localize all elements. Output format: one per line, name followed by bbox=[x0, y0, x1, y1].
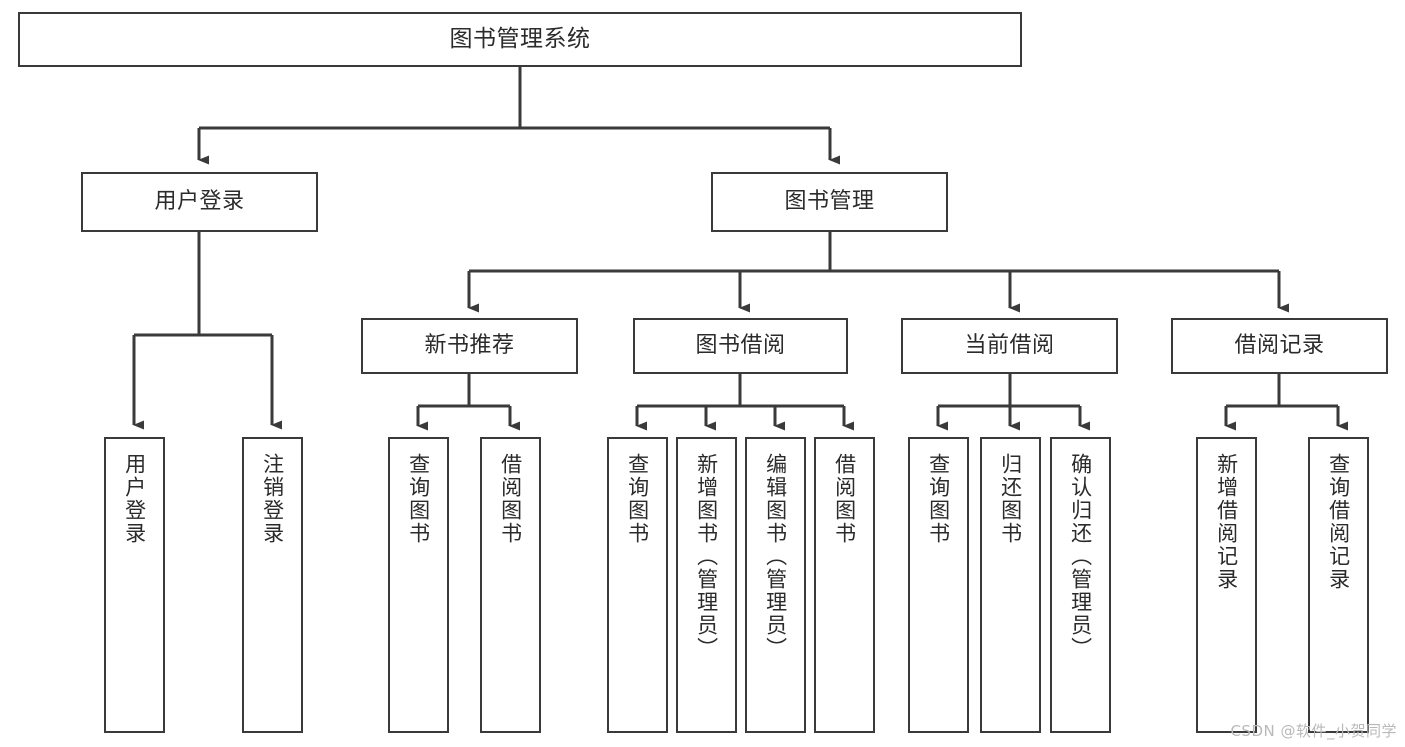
node-label: 借阅图书 bbox=[498, 453, 523, 545]
node-label: 新增借阅记录 bbox=[1214, 453, 1239, 591]
leaf-edit-book-admin[interactable]: 编辑图书（管理员） bbox=[745, 437, 806, 733]
node-book-borrow[interactable]: 图书借阅 bbox=[633, 318, 848, 374]
node-current-borrow[interactable]: 当前借阅 bbox=[901, 318, 1118, 374]
node-label: 借阅图书 bbox=[832, 453, 857, 545]
leaf-query-book-borrow[interactable]: 查询图书 bbox=[607, 437, 668, 733]
node-new-book-recommend[interactable]: 新书推荐 bbox=[361, 318, 578, 374]
node-label: 查询借阅记录 bbox=[1326, 453, 1351, 591]
node-label: 当前借阅 bbox=[964, 333, 1055, 359]
leaf-return-book[interactable]: 归还图书 bbox=[980, 437, 1041, 733]
leaf-user-login[interactable]: 用户登录 bbox=[104, 437, 165, 733]
node-user-login[interactable]: 用户登录 bbox=[81, 172, 318, 232]
node-borrow-record[interactable]: 借阅记录 bbox=[1171, 318, 1388, 374]
node-label: 查询图书 bbox=[406, 453, 431, 545]
node-label: 归还图书 bbox=[998, 453, 1023, 545]
node-label: 新增图书（管理员） bbox=[694, 453, 719, 660]
node-root-system[interactable]: 图书管理系统 bbox=[18, 12, 1022, 67]
node-label: 查询图书 bbox=[625, 453, 650, 545]
node-label: 编辑图书（管理员） bbox=[763, 453, 788, 660]
node-book-management[interactable]: 图书管理 bbox=[711, 172, 948, 232]
leaf-borrow-book-new[interactable]: 借阅图书 bbox=[480, 437, 541, 733]
leaf-query-book-new[interactable]: 查询图书 bbox=[388, 437, 449, 733]
node-label: 查询图书 bbox=[926, 453, 951, 545]
node-label: 用户登录 bbox=[122, 453, 147, 545]
watermark: CSDN @软件_小贺同学 bbox=[1230, 722, 1397, 740]
leaf-confirm-return-admin[interactable]: 确认归还（管理员） bbox=[1050, 437, 1111, 733]
leaf-query-book-current[interactable]: 查询图书 bbox=[908, 437, 969, 733]
node-label: 借阅记录 bbox=[1234, 333, 1325, 359]
leaf-add-borrow-record[interactable]: 新增借阅记录 bbox=[1196, 437, 1257, 733]
node-label: 用户登录 bbox=[154, 189, 245, 215]
node-label: 新书推荐 bbox=[424, 333, 515, 359]
node-label: 图书管理 bbox=[784, 189, 875, 215]
node-label: 确认归还（管理员） bbox=[1068, 453, 1093, 660]
leaf-logout[interactable]: 注销登录 bbox=[242, 437, 303, 733]
node-label: 图书管理系统 bbox=[449, 25, 591, 52]
node-label: 图书借阅 bbox=[695, 333, 786, 359]
leaf-query-borrow-record[interactable]: 查询借阅记录 bbox=[1308, 437, 1369, 733]
leaf-borrow-book[interactable]: 借阅图书 bbox=[814, 437, 875, 733]
leaf-add-book-admin[interactable]: 新增图书（管理员） bbox=[676, 437, 737, 733]
node-label: 注销登录 bbox=[260, 453, 285, 545]
